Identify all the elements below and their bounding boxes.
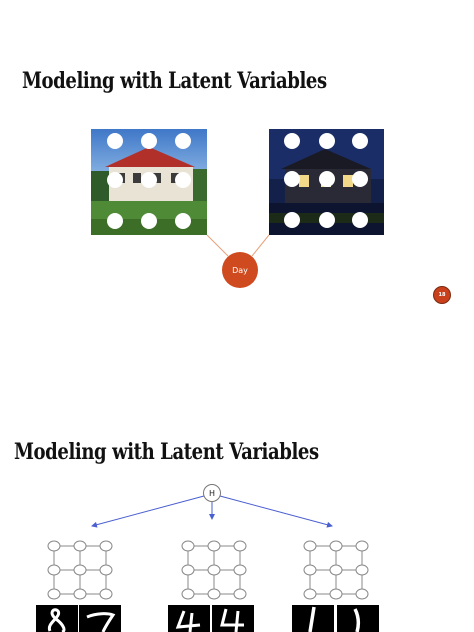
variable-node (107, 213, 123, 229)
latent-node-day: Day (222, 252, 258, 288)
digit-image-7 (79, 605, 121, 632)
edge-day-to-dayphoto (206, 234, 229, 257)
digit-image-1 (337, 605, 379, 632)
pixel-grid-right (303, 540, 369, 600)
variable-node (284, 171, 300, 187)
hidden-node-h: H (203, 484, 221, 502)
variable-node (319, 133, 335, 149)
digit-image-4 (168, 605, 210, 632)
edge-h-to-grid-left (91, 495, 205, 528)
variable-node (175, 213, 191, 229)
variable-node (284, 212, 300, 228)
digit-image-1 (292, 605, 334, 632)
daytime-house-photo (91, 129, 207, 235)
variable-node (175, 133, 191, 149)
variable-node (107, 172, 123, 188)
variable-node (141, 172, 157, 188)
variable-node (284, 133, 300, 149)
pixel-grid-middle (181, 540, 247, 600)
variable-node (141, 133, 157, 149)
variable-node (352, 171, 368, 187)
nighttime-house-photo (269, 129, 384, 235)
variable-node (352, 133, 368, 149)
variable-node (319, 212, 335, 228)
variable-node (175, 172, 191, 188)
slide1-title: Modeling with Latent Variables (22, 68, 327, 94)
variable-node (107, 133, 123, 149)
variable-node (319, 171, 335, 187)
digit-image-8 (36, 605, 78, 632)
digit-image-4 (212, 605, 254, 632)
slide2-title: Modeling with Latent Variables (14, 439, 319, 465)
page-number-badge: 18 (433, 286, 451, 304)
variable-node (141, 213, 157, 229)
edge-h-to-grid-right (219, 495, 333, 528)
edge-day-to-nightphoto (251, 234, 270, 257)
pixel-grid-left (47, 540, 113, 600)
variable-node (352, 212, 368, 228)
